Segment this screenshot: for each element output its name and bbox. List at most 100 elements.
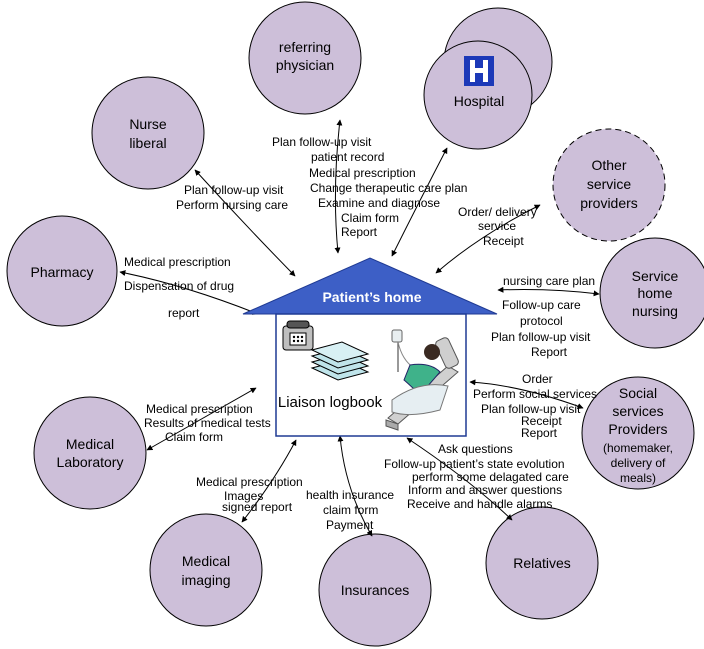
node-label: Relatives [513,555,571,571]
edge-label: Medical prescription [146,402,253,416]
labels-other: Order/ delivery service Receipt [458,205,537,248]
node-referring-physician: referring physician [248,1,362,115]
edge-label: Follow-up care [502,298,581,312]
node-medical-imaging: Medical imaging [149,513,263,627]
edge-label: Order [522,372,553,386]
edge-label: perform some delagated care [412,470,569,484]
edge-label: Receipt [483,234,524,248]
node-label: Nurse [129,116,167,132]
node-label: Medical [182,553,230,569]
arrow-pharmacy [119,270,259,315]
labels-insurance: health insurance claim form Payment [306,488,394,532]
edge-label: Images [224,489,263,503]
edge-label: service [478,219,516,233]
labels-nurse: Plan follow-up visit Perform nursing car… [176,183,288,212]
labels-social: Order Perform social services Plan follo… [473,372,597,440]
edge-label: Receive and handle alarms [407,497,552,511]
edge-label: Plan follow-up visit [184,183,284,197]
edge-label: Examine and diagnose [318,196,440,210]
node-nurse-liberal: Nurse liberal [91,76,205,190]
edge-label: patient record [311,150,384,164]
edge-label: Report [341,225,378,239]
arrow-hospital [391,147,448,257]
node-hospital: Hospital [423,7,553,150]
arrow-social [469,379,584,409]
edge-label: Inform and answer questions [408,483,562,497]
arrow-nurse [194,169,296,277]
arrow-other [435,204,541,274]
node-sublabel: meals) [620,471,656,485]
edge-label: Plan follow-up visit [481,402,581,416]
node-insurances: Insurances [318,533,432,647]
edge-label: Plan follow-up visit [272,135,372,149]
telephone-icon [282,320,314,351]
node-label: Providers [608,421,667,437]
edge-label: Medical prescription [309,166,416,180]
node-label: Laboratory [57,454,124,470]
node-label: Pharmacy [30,264,93,280]
node-medical-laboratory: Medical Laboratory [33,396,147,510]
arrow-service-nursing [497,286,600,297]
labels-laboratory: Medical prescription Results of medical … [144,402,271,444]
edge-label: Receipt [521,414,562,428]
node-other-service-providers: Other service providers [552,128,666,242]
node-label: referring [279,39,331,55]
node-label: Medical [66,436,114,452]
node-label: Other [591,157,626,173]
node-relatives: Relatives [485,506,599,620]
edge-label: Dispensation of drug [124,279,234,293]
edge-label: protocol [520,314,563,328]
edge-label: Medical prescription [124,255,231,269]
arrow-physician [334,119,343,254]
node-label: Service [632,268,679,284]
edge-label: Order/ delivery [458,205,537,219]
node-label: imaging [181,572,230,588]
labels-pharmacy: Medical prescription Dispensation of dru… [124,255,234,320]
edge-label: signed report [222,500,293,514]
labels-physician: Plan follow-up visit patient record Medi… [272,135,467,239]
logbook-icon [310,341,370,381]
edge-label: Change therapeutic care plan [310,181,467,195]
node-pharmacy: Pharmacy [6,215,118,327]
labels-imaging: Medical prescription Images signed repor… [196,475,303,514]
node-label: physician [276,57,334,73]
arrow-insurance [337,435,373,537]
node-label: liberal [129,135,166,151]
edge-label: health insurance [306,488,394,502]
labels-relatives: Ask questions Follow-up patient’s state … [384,442,569,511]
connector-arrows [119,119,600,537]
edge-label: Perform social services [473,387,597,401]
node-label: services [612,403,663,419]
edge-label: Perform nursing care [176,198,288,212]
node-service-home-nursing: Service home nursing [599,237,704,349]
logbook-label: Liaison logbook [278,394,383,411]
node-social-services-providers: Social services Providers (homemaker, de… [581,376,695,490]
edge-label: Claim form [165,430,223,444]
node-label: providers [580,195,638,211]
arrow-relatives [406,437,513,521]
edge-label: Follow-up patient’s state evolution [384,457,565,471]
edge-label: claim form [323,503,378,517]
edge-label: Results of medical tests [144,416,271,430]
edge-label: Ask questions [438,442,513,456]
node-label: service [587,176,632,192]
house-title: Patient’s home [322,289,421,305]
node-label: Hospital [454,93,505,109]
hospital-h-icon [464,56,494,86]
edge-label: Report [521,426,558,440]
edge-label: nursing care plan [503,274,595,288]
arrow-laboratory [146,387,257,451]
edge-label: Medical prescription [196,475,303,489]
edge-label: report [168,306,200,320]
node-label: Insurances [341,582,409,598]
node-label: Social [619,385,657,401]
patients-home: Patient’s home Liaison logbook [242,257,498,437]
edge-label: Plan follow-up visit [491,330,591,344]
node-label: home [637,285,672,301]
house-roof [242,257,498,315]
node-label: nursing [632,303,678,319]
labels-service-nursing: nursing care plan Follow-up care protoco… [491,274,595,359]
edge-label: Payment [326,518,374,532]
node-sublabel: (homemaker, [603,441,673,455]
